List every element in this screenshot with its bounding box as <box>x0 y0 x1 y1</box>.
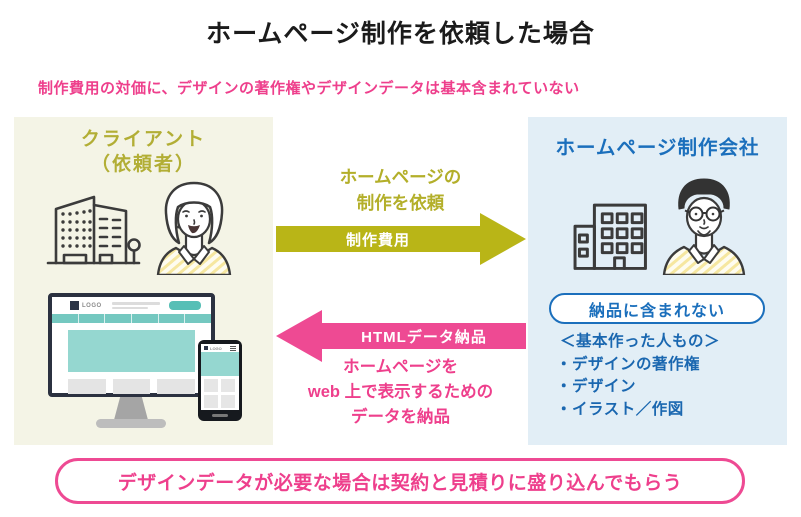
mockup-hero-block <box>68 330 195 372</box>
request-caption-line1: ホームページの <box>339 167 462 187</box>
diagram-title: ホームページ制作を依頼した場合 <box>206 20 595 48</box>
excluded-item: ・デザイン <box>556 378 637 395</box>
phone-hero-block <box>201 352 239 376</box>
not-included-badge: 納品に含まれない <box>549 293 765 324</box>
mockup-text-bars <box>111 302 160 309</box>
exchange-column: ホームページの 制作を依頼 制作費用 HTMLデータ納品 ホームページを web… <box>273 117 528 445</box>
hamburger-menu-icon <box>230 347 236 349</box>
delivery-arrow-icon <box>276 310 526 362</box>
excluded-list: ＜基本作った人もの＞ ・デザインの著作権 ・デザイン ・イラスト／作図 <box>556 331 720 421</box>
mockup-cta-button <box>169 301 201 310</box>
mockup-nav-bar <box>52 314 211 323</box>
mockup-content-blocks <box>68 379 196 394</box>
mockup-logo-icon <box>70 301 79 310</box>
phone-logo-icon <box>204 346 208 350</box>
request-arrow-caption: ホームページの 制作を依頼 <box>273 164 528 216</box>
request-caption-line2: 制作を依頼 <box>356 193 445 213</box>
client-box: クライアント （依頼者） <box>14 117 273 445</box>
delivery-caption-line3: データを納品 <box>351 408 450 426</box>
company-person-icon <box>662 178 746 275</box>
client-box-title: クライアント （依頼者） <box>14 127 273 177</box>
company-box-title: ホームページ制作会社 <box>555 137 760 159</box>
delivery-caption-line1: ホームページを <box>343 358 458 376</box>
phone-site-header: LOGO <box>201 344 239 352</box>
client-title-line1: クライアント <box>80 129 207 150</box>
excluded-item: ・イラスト／作図 <box>556 400 684 418</box>
delivery-arrow-caption: ホームページを web 上で表示するための データを納品 <box>263 355 538 430</box>
mockup-site-header: LOGO <box>52 297 211 314</box>
phone-content-blocks <box>201 376 239 410</box>
delivery-caption-line2: web 上で表示するための <box>307 383 494 401</box>
monitor-stand <box>114 397 148 420</box>
phone-mockup: LOGO <box>198 340 242 421</box>
excluded-list-header: ＜基本作った人もの＞ <box>560 333 721 350</box>
request-arrow-label: 制作費用 <box>345 231 410 249</box>
phone-home-button <box>212 414 228 417</box>
company-building-icon <box>573 203 647 270</box>
monitor-mockup: LOGO <box>48 293 215 397</box>
company-box: ホームページ制作会社 <box>528 117 787 445</box>
client-building-icon <box>46 195 141 265</box>
client-title-line2: （依頼者） <box>90 154 196 175</box>
excluded-item: ・デザインの著作権 <box>556 355 701 373</box>
client-person-icon <box>156 181 232 275</box>
monitor-stand-base <box>96 419 166 428</box>
phone-logo-text: LOGO <box>210 345 222 351</box>
request-arrow-icon <box>276 213 526 265</box>
lead-note: 制作費用の対価に、デザインの著作権やデザインデータは基本含まれていない <box>38 80 580 97</box>
mockup-logo-text: LOGO <box>82 302 102 309</box>
delivery-arrow-label: HTMLデータ納品 <box>361 328 487 346</box>
footer-note: デザインデータが必要な場合は契約と見積りに盛り込んでもらう <box>55 458 745 504</box>
phone-screen: LOGO <box>201 344 239 410</box>
